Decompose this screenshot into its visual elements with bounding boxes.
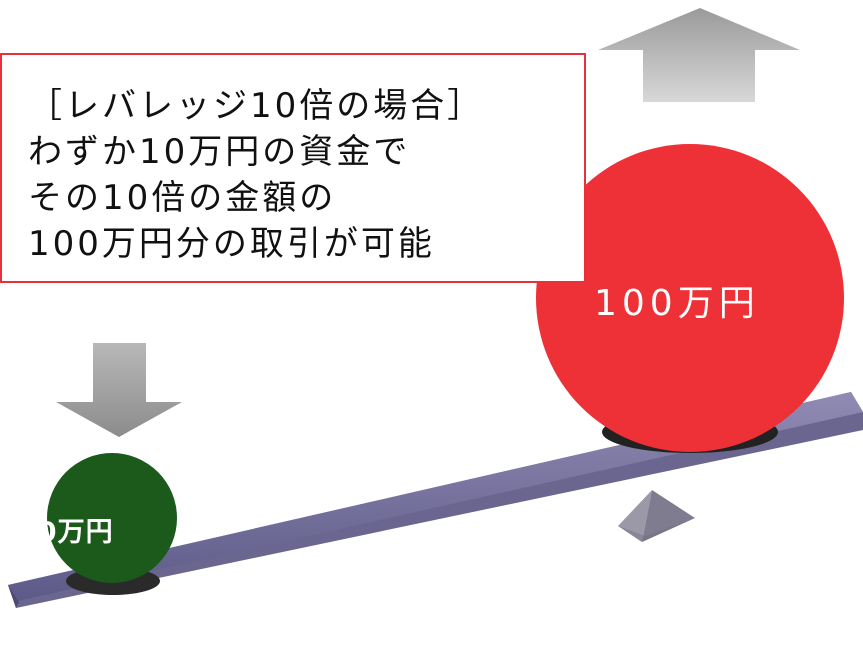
leverage-callout-box: ［レバレッジ10倍の場合］ わずか10万円の資金で その10倍の金額の 100万… [0,53,586,283]
callout-line-4: 100万円分の取引が可能 [28,224,435,264]
small-ball [47,453,177,583]
small-ball-label: 10万円 [18,517,114,548]
up-arrow-icon [598,8,800,102]
large-ball [536,144,844,452]
down-arrow-icon [56,343,182,437]
callout-line-3: その10倍の金額の [28,178,337,218]
fulcrum [618,490,695,542]
callout-line-2: わずか10万円の資金で [28,132,411,172]
callout-title: ［レバレッジ10倍の場合］ [28,86,485,126]
large-ball-label: 100万円 [594,283,760,324]
